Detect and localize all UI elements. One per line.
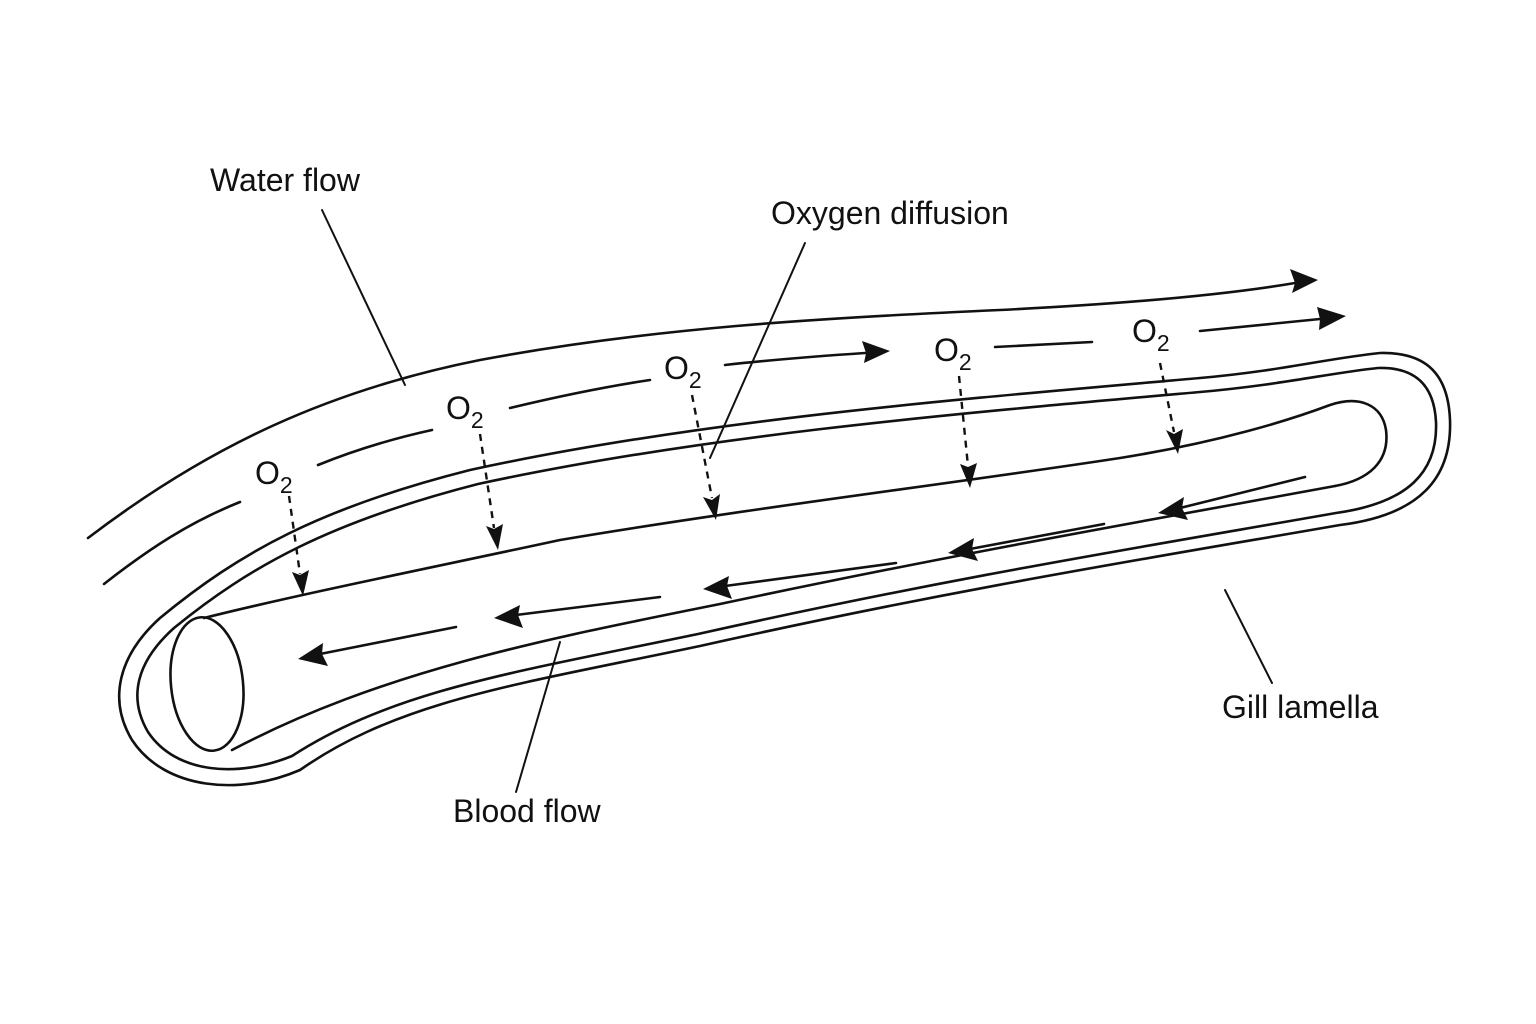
blood-flow-arrowhead-2 xyxy=(948,538,978,561)
oxygen-diffusion-arrowhead-1 xyxy=(292,570,309,596)
oxygen-diffusion-arrow-4 xyxy=(957,375,970,467)
oxygen-diffusion-label: Oxygen diffusion xyxy=(771,195,1009,231)
oxygen-diffusion-arrowhead-2 xyxy=(486,524,503,550)
oxygen-diffusion-arrowhead-3 xyxy=(703,494,720,520)
water-streamline-lower-seg2 xyxy=(316,428,434,467)
blood-flow-arrowhead-5 xyxy=(298,643,328,666)
oxygen-molecule-label-5: O2 xyxy=(1132,313,1170,356)
water-streamline-upper xyxy=(86,281,1297,540)
water-streamline-lower-seg4 xyxy=(723,351,867,367)
blood-flow-arrow-3 xyxy=(723,561,898,588)
water-arrow-lower-1 xyxy=(862,341,890,363)
blood-flow-leader-line xyxy=(515,641,561,793)
water-flow-label: Water flow xyxy=(210,162,361,198)
oxygen-diffusion-arrow-3 xyxy=(690,394,714,499)
oxygen-diffusion-arrowhead-5 xyxy=(1166,429,1183,454)
blood-vessel-opening xyxy=(169,615,245,753)
oxygen-diffusion-arrowhead-4 xyxy=(960,463,977,488)
water-streamline-lower-seg3 xyxy=(508,378,652,410)
oxygen-diffusion-leader-line xyxy=(709,242,806,459)
water-arrow-upper xyxy=(1290,269,1318,293)
water-streamline-lower-seg6 xyxy=(1198,317,1322,333)
blood-flow-arrow-5 xyxy=(318,625,458,656)
blood-flow-arrow-1 xyxy=(1178,475,1307,510)
oxygen-diffusion-arrow-2 xyxy=(478,433,496,529)
blood-vessel-lower-wall xyxy=(230,484,1337,752)
blood-flow-arrow-4 xyxy=(514,595,662,617)
oxygen-molecule-label-3: O2 xyxy=(664,350,702,393)
gill-lamella-outer-wall xyxy=(117,351,1452,787)
gill-lamella-label: Gill lamella xyxy=(1222,689,1379,725)
water-streamline-lower-seg1 xyxy=(102,500,242,586)
gill-lamella-leader-line xyxy=(1224,589,1273,684)
gill-lamella-inner-wall xyxy=(136,366,1438,771)
water-arrow-lower-2 xyxy=(1317,307,1346,330)
oxygen-diffusion-arrow-5 xyxy=(1158,362,1176,433)
oxygen-molecule-label-1: O2 xyxy=(255,455,293,498)
oxygen-diffusion-arrow-1 xyxy=(287,495,302,575)
blood-flow-arrow-2 xyxy=(968,522,1106,551)
blood-flow-arrowhead-3 xyxy=(703,576,732,599)
oxygen-molecule-label-4: O2 xyxy=(934,332,972,375)
water-streamline-lower-seg5 xyxy=(993,340,1094,349)
blood-flow-arrowhead-4 xyxy=(494,605,523,628)
blood-vessel-upper-wall xyxy=(202,399,1388,620)
oxygen-molecule-label-2: O2 xyxy=(446,390,484,433)
blood-flow-label: Blood flow xyxy=(453,793,602,829)
blood-flow-arrowhead-1 xyxy=(1158,497,1188,520)
water-flow-leader-line xyxy=(321,209,406,386)
